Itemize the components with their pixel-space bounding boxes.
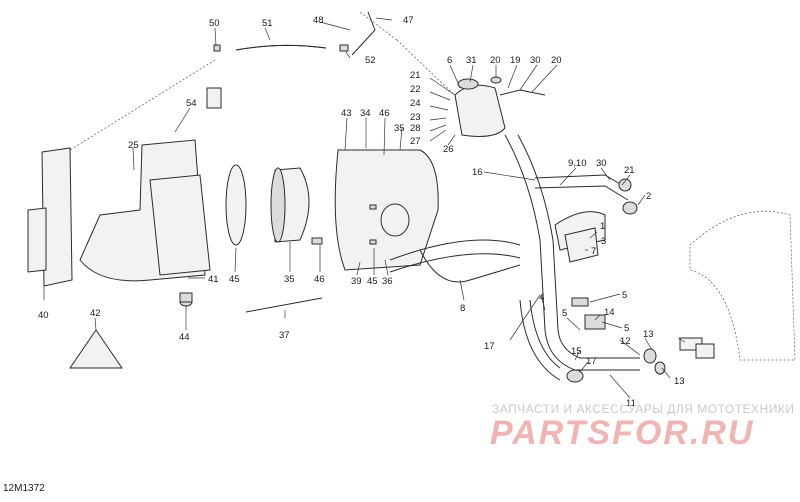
callout-22: 22 — [410, 84, 421, 95]
callout-40: 42 — [90, 308, 101, 319]
air-filter-element — [225, 164, 323, 246]
callout-27: 27 — [410, 136, 421, 147]
coolant-hoses — [389, 134, 715, 383]
callout-19: 20 — [490, 55, 501, 66]
callout-8: 8 — [460, 303, 465, 314]
callout-9-10: 9,10 — [568, 158, 587, 169]
fitting — [213, 44, 221, 52]
callout-13a: 13 — [643, 329, 654, 340]
callout-6: 6 — [447, 55, 452, 66]
callout-42: 44 — [179, 332, 190, 343]
callout-52: 52 — [365, 55, 376, 66]
callout-5a: 5 — [622, 290, 627, 301]
callout-28: 28 — [410, 123, 421, 134]
watermark-logo: PARTSFOR.RU — [490, 414, 755, 452]
callout-5c: 5 — [624, 323, 629, 334]
callout-41: 43 — [341, 108, 352, 119]
callout-7: 7 — [591, 246, 596, 257]
strap — [245, 297, 323, 313]
coolant-reservoir — [454, 76, 546, 137]
callout-48: 50 — [209, 18, 220, 29]
callout-3: 3 — [601, 236, 606, 247]
callout-46: 46 — [314, 274, 325, 285]
callout-39: 41 — [208, 274, 219, 285]
airbox-housing — [27, 87, 222, 307]
callout-44: 45 — [367, 276, 378, 287]
fitting — [339, 44, 349, 52]
callout-35: 35 — [394, 123, 405, 134]
leader-lines — [43, 17, 686, 399]
vent-hose-inner — [235, 44, 327, 51]
callout-30b: 30 — [596, 158, 607, 169]
callout-5b: 5 — [562, 308, 567, 319]
callout-47: 47 — [403, 15, 414, 26]
intake-silencer — [334, 149, 439, 271]
callout-17: 17 — [484, 341, 495, 352]
callout-17b: 17 — [586, 356, 597, 367]
callout-37: 39 — [351, 276, 362, 287]
warning-triangle — [69, 329, 123, 369]
callout-18: 19 — [510, 55, 521, 66]
callout-4: 4 — [539, 292, 544, 303]
callout-12: 12 — [620, 336, 631, 347]
callout-20b: 21 — [624, 165, 635, 176]
callout-16: 16 — [472, 167, 483, 178]
callout-11: 11 — [626, 398, 636, 409]
fitting-hose — [351, 11, 376, 56]
callout-43: 46 — [379, 108, 390, 119]
callout-14: 14 — [604, 307, 615, 318]
callout-13b: 13 — [674, 376, 685, 387]
callout-20: 20 — [551, 55, 562, 66]
callout-36: 37 — [279, 330, 290, 341]
diagram-code: 12M1372 — [3, 483, 45, 494]
callout-numbers: 50 51 48 47 52 54 25 40 42 41 45 35 46 3… — [38, 15, 685, 409]
callout-50: 48 — [313, 15, 324, 26]
callout-15: 15 — [571, 346, 582, 357]
callout-34: 35 — [284, 274, 295, 285]
callout-51: 51 — [262, 18, 273, 29]
callout-45: 45 — [229, 274, 240, 285]
body-outline-dashed — [689, 210, 796, 361]
callout-2: 2 — [646, 191, 651, 202]
callout-38: 40 — [38, 310, 49, 321]
callout-24: 24 — [410, 98, 421, 109]
callout-32: 34 — [360, 108, 371, 119]
callout-21: 21 — [410, 70, 421, 81]
watermark-tagline: ЗАПЧАСТИ И АКСЕССУАРЫ ДЛЯ МОТОТЕХНИКИ — [492, 402, 795, 416]
callout-35b: 36 — [382, 276, 393, 287]
callout-26: 26 — [443, 144, 454, 155]
callout-25: 25 — [128, 140, 139, 151]
callout-30: 30 — [530, 55, 541, 66]
callout-31: 31 — [466, 55, 477, 66]
callout-1: 1 — [600, 221, 605, 232]
callout-54: 54 — [186, 98, 197, 109]
callout-23: 23 — [410, 112, 421, 123]
